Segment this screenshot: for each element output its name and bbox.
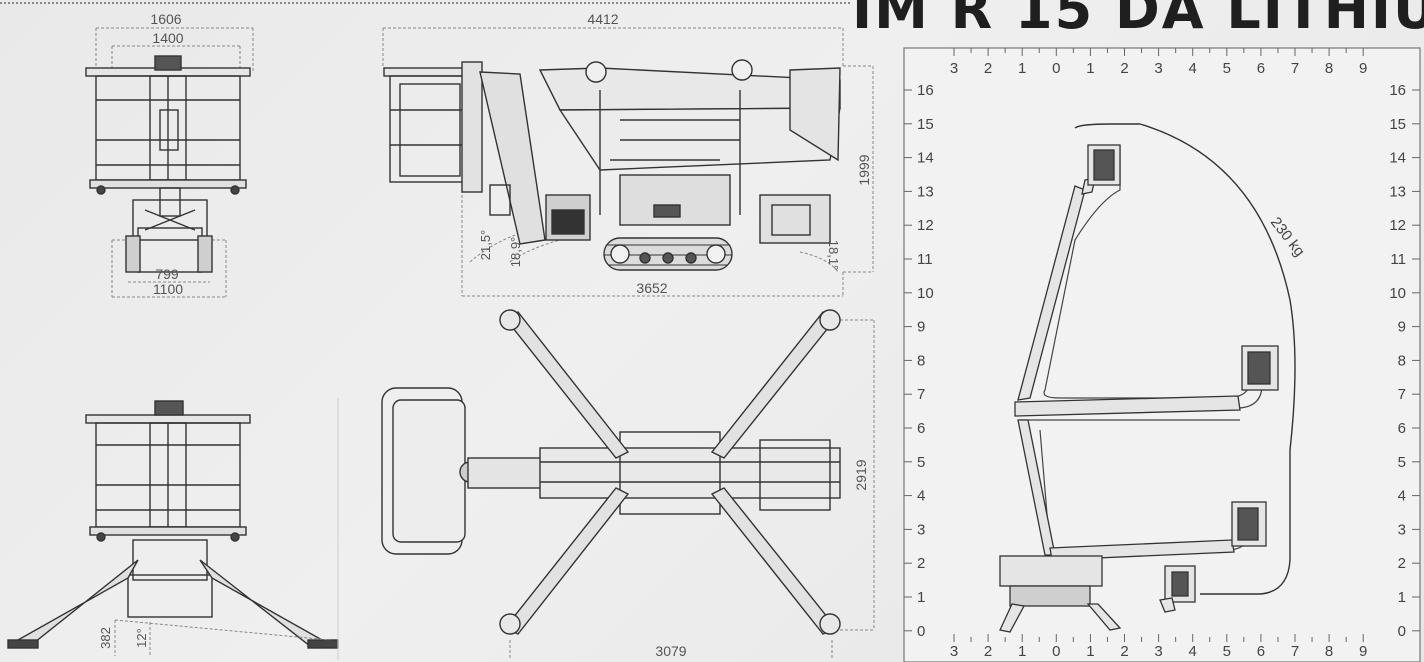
y-axis-label-left: 5 <box>917 454 925 471</box>
y-axis-label-left: 13 <box>917 183 934 200</box>
y-axis-label-right: 6 <box>1398 420 1406 437</box>
y-axis-label-right: 4 <box>1398 488 1406 505</box>
x-axis-label-bottom: 9 <box>1359 643 1367 660</box>
y-axis-label-left: 8 <box>917 352 925 369</box>
x-axis-label-bottom: 3 <box>1154 643 1162 660</box>
y-axis-label-left: 4 <box>917 488 925 505</box>
y-axis-label-left: 9 <box>917 319 925 336</box>
y-axis-label-right: 1 <box>1398 589 1406 606</box>
x-axis-label-bottom: 1 <box>1018 643 1026 660</box>
x-axis-label-top: 5 <box>1223 60 1231 77</box>
x-axis-label-top: 3 <box>1154 60 1162 77</box>
front-outrigger-view <box>7 398 339 660</box>
side-view <box>382 27 874 297</box>
y-axis-label-left: 16 <box>917 82 934 99</box>
x-axis-label-top: 6 <box>1257 60 1265 77</box>
x-axis-label-bottom: 8 <box>1325 643 1333 660</box>
y-axis-label-right: 2 <box>1398 555 1406 572</box>
angle-side-left-outer: 21,5° <box>478 230 493 261</box>
y-axis-label-right: 14 <box>1389 150 1406 167</box>
dim-side-wheelbase: 3652 <box>636 280 667 296</box>
dim-front-top-outer: 1606 <box>150 11 181 27</box>
y-axis-label-left: 7 <box>917 386 925 403</box>
dim-front-bottom-inner: 799 <box>155 266 179 282</box>
x-axis-label-top: 1 <box>1018 60 1026 77</box>
x-axis-label-bottom: 6 <box>1257 643 1265 660</box>
x-axis-label-bottom: 7 <box>1291 643 1299 660</box>
y-axis-label-left: 10 <box>917 285 934 302</box>
y-axis-label-right: 10 <box>1389 285 1406 302</box>
angle-side-right: 18,1° <box>826 240 841 271</box>
y-axis-label-right: 0 <box>1398 623 1406 640</box>
angle-outrigger: 12° <box>134 628 149 648</box>
top-view <box>381 309 875 660</box>
y-axis-label-left: 2 <box>917 555 925 572</box>
front-view <box>85 27 254 298</box>
x-axis-label-bottom: 1 <box>1086 643 1094 660</box>
top-dotted-border <box>0 2 850 4</box>
y-axis-label-left: 14 <box>917 150 934 167</box>
y-axis-label-right: 5 <box>1398 454 1406 471</box>
y-axis-label-left: 6 <box>917 420 925 437</box>
y-axis-label-right: 3 <box>1398 521 1406 538</box>
y-axis-label-left: 15 <box>917 116 934 133</box>
x-axis-label-top: 2 <box>1120 60 1128 77</box>
x-axis-label-top: 9 <box>1359 60 1367 77</box>
y-axis-label-right: 8 <box>1398 352 1406 369</box>
y-axis-label-right: 7 <box>1398 386 1406 403</box>
y-axis-label-left: 3 <box>917 521 925 538</box>
x-axis-label-top: 3 <box>950 60 958 77</box>
y-axis-label-left: 11 <box>917 251 933 268</box>
dim-top-span: 3079 <box>655 643 686 659</box>
y-axis-label-right: 9 <box>1398 319 1406 336</box>
dim-outrigger-height: 382 <box>98 627 113 649</box>
y-axis-label-right: 13 <box>1389 183 1406 200</box>
y-axis-label-right: 16 <box>1389 82 1406 99</box>
x-axis-label-top: 0 <box>1052 60 1060 77</box>
dim-side-height: 1999 <box>856 154 872 185</box>
x-axis-label-top: 2 <box>984 60 992 77</box>
x-axis-label-top: 1 <box>1086 60 1094 77</box>
x-axis-label-bottom: 2 <box>1120 643 1128 660</box>
dim-top-width: 2919 <box>853 459 869 490</box>
x-axis-label-bottom: 4 <box>1189 643 1197 660</box>
x-axis-label-top: 7 <box>1291 60 1299 77</box>
y-axis-label-right: 15 <box>1389 116 1406 133</box>
x-axis-label-top: 4 <box>1189 60 1197 77</box>
y-axis-label-left: 1 <box>917 589 925 606</box>
x-axis-label-bottom: 0 <box>1052 643 1060 660</box>
y-axis-label-right: 11 <box>1390 251 1406 268</box>
x-axis-label-bottom: 5 <box>1223 643 1231 660</box>
model-title: IM R 15 DA LITHIUM <box>852 0 1424 41</box>
dim-side-length: 4412 <box>587 11 618 27</box>
dim-front-bottom-outer: 1100 <box>153 281 183 297</box>
x-axis-label-bottom: 2 <box>984 643 992 660</box>
y-axis-label-right: 12 <box>1389 217 1406 234</box>
x-axis-label-top: 8 <box>1325 60 1333 77</box>
y-axis-label-left: 0 <box>917 623 925 640</box>
y-axis-label-left: 12 <box>917 217 934 234</box>
x-axis-label-bottom: 3 <box>950 643 958 660</box>
angle-side-left-inner: 18,9° <box>508 237 523 268</box>
dim-front-top-inner: 1400 <box>152 30 183 46</box>
